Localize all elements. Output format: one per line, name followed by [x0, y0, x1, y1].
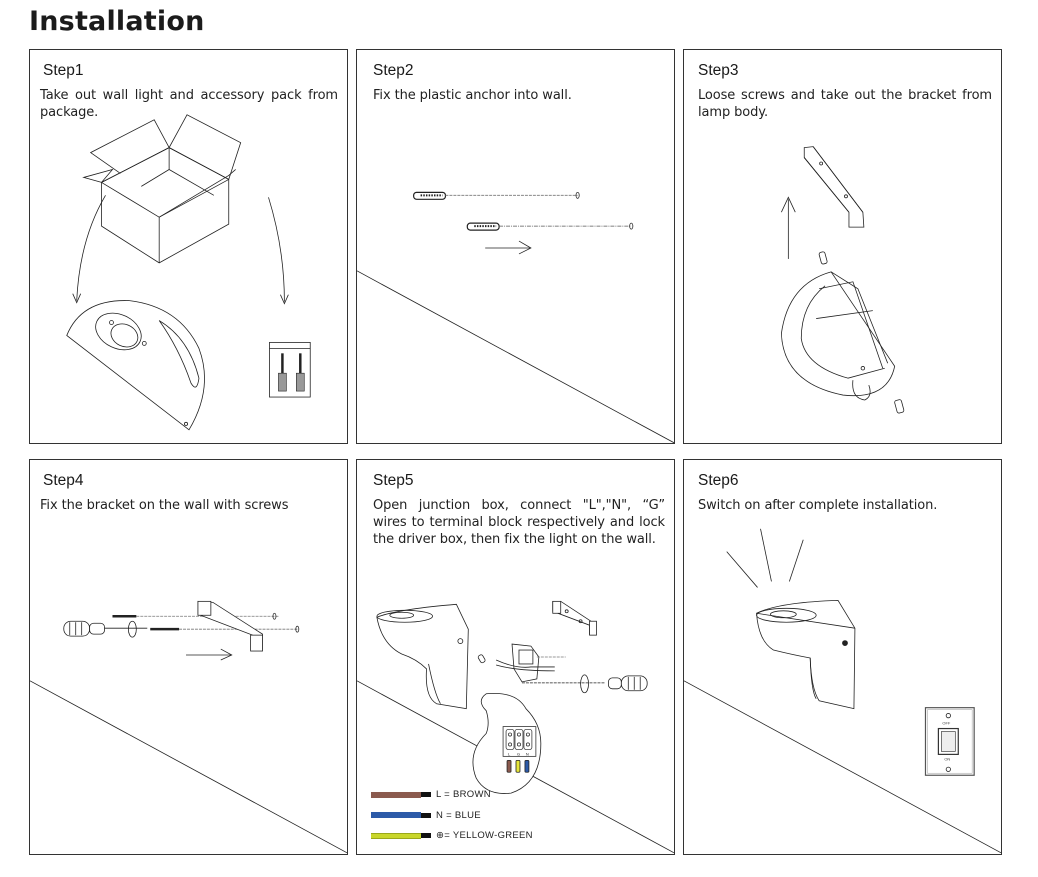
step-panel-5: L G N Step5 Open junction box, connect "…	[356, 459, 675, 855]
rotate-icon	[580, 674, 589, 694]
screw-icon	[894, 399, 905, 414]
bracket-icon	[552, 600, 597, 636]
arrow-icon	[268, 197, 285, 302]
step-instruction: Fix the bracket on the wall with screws	[40, 498, 289, 513]
accessory-pack-icon	[269, 341, 311, 398]
terminal-label: L	[508, 751, 511, 756]
step-instruction: Open junction box, connect "L","N", “G” …	[373, 498, 665, 547]
step-label: Step1	[43, 62, 84, 79]
terminal-label: G	[517, 751, 520, 756]
step-panel-4: Step4 Fix the bracket on the wall with s…	[29, 459, 348, 855]
step-label: Step6	[698, 472, 739, 489]
step5-illustration: L G N	[357, 460, 674, 854]
arrow-icon	[76, 195, 106, 301]
arrow-up-icon	[781, 196, 796, 259]
arrow-right-icon	[186, 648, 233, 661]
step-label: Step3	[698, 62, 739, 79]
step-panel-3: Step3 Loose screws and take out the brac…	[683, 49, 1002, 444]
legend-label: L = BROWN	[436, 789, 491, 801]
step3-illustration	[684, 50, 1001, 443]
legend-item-brown: L = BROWN	[371, 785, 533, 806]
wall-light-icon	[66, 300, 205, 431]
screw-icon	[477, 654, 486, 664]
switch-on-label: ON	[944, 756, 950, 761]
step6-illustration: OFF ON	[684, 460, 1001, 854]
step-panel-1: Step1 Take out wall light and accessory …	[29, 49, 348, 444]
wiring-legend: L = BROWN N = BLUE ⊕= YELLOW-GREEN	[371, 785, 533, 847]
legend-item-yellow-green: ⊕= YELLOW-GREEN	[371, 826, 533, 847]
screwdriver-icon	[63, 620, 148, 638]
rotate-icon	[127, 620, 137, 638]
legend-label: N = BLUE	[436, 809, 481, 821]
terminal-label: N	[526, 751, 529, 756]
step1-illustration	[30, 50, 347, 443]
light-rays-icon	[726, 528, 804, 588]
legend-item-blue: N = BLUE	[371, 805, 533, 826]
plastic-anchor-icon	[466, 222, 634, 231]
screw-icon	[150, 625, 300, 633]
step2-illustration	[357, 50, 674, 443]
cardboard-box-icon	[82, 114, 242, 264]
wall-line	[357, 270, 674, 443]
wall-light-icon	[376, 603, 469, 710]
wall-line	[684, 680, 1001, 854]
step-label: Step2	[373, 62, 414, 79]
arrow-right-icon	[485, 240, 532, 255]
page-title: Installation	[29, 6, 205, 37]
step-label: Step5	[373, 472, 414, 489]
wall-light-icon	[756, 599, 856, 710]
step-instruction: Switch on after complete installation.	[698, 498, 938, 513]
bracket-icon	[803, 146, 865, 228]
step-instruction: Take out wall light and accessory pack f…	[40, 88, 338, 120]
step-label: Step4	[43, 472, 84, 489]
step-panel-6: OFF ON Step6 Switch on after complete in…	[683, 459, 1002, 855]
step4-illustration	[30, 460, 347, 854]
step-instruction: Fix the plastic anchor into wall.	[373, 88, 572, 103]
brown-wire-icon	[371, 791, 421, 798]
step-instruction: Loose screws and take out the bracket fr…	[698, 88, 992, 120]
terminal-block-zoom: L G N	[472, 692, 542, 794]
legend-label: ⊕= YELLOW-GREEN	[436, 830, 533, 842]
light-switch-icon: OFF ON	[924, 707, 975, 776]
screw-icon	[818, 251, 828, 265]
yellow-green-wire-icon	[371, 832, 421, 839]
plastic-anchor-icon	[413, 191, 580, 200]
lamp-body-open-icon	[780, 271, 896, 401]
switch-off-label: OFF	[942, 721, 951, 726]
blue-wire-icon	[371, 812, 421, 819]
step-panel-2: Step2 Fix the plastic anchor into wall.	[356, 49, 675, 444]
bracket-icon	[197, 600, 263, 652]
driver-box-icon	[495, 643, 606, 684]
screwdriver-icon	[580, 674, 648, 694]
wall-line	[30, 680, 347, 854]
screw-icon	[112, 612, 279, 620]
